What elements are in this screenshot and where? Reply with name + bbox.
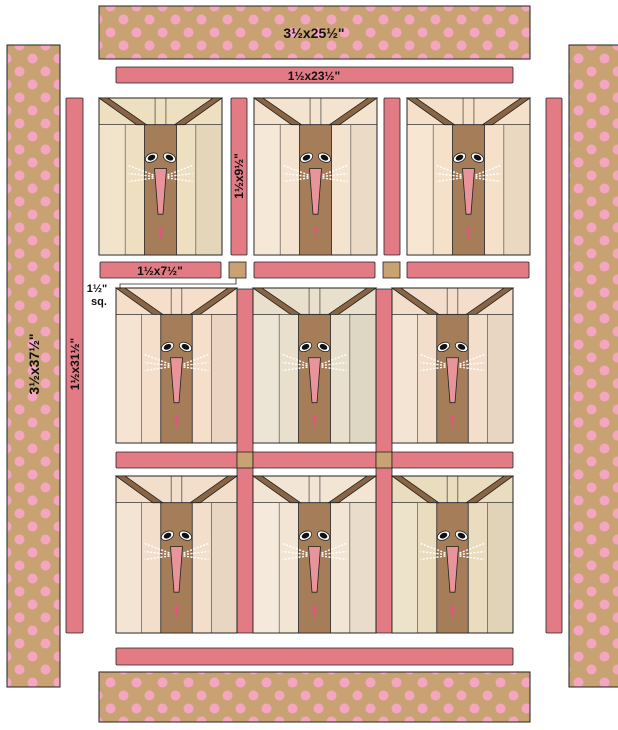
- bunny-block-r2c1: [116, 288, 237, 443]
- bunny-block-r2c2: [253, 288, 376, 443]
- bottom-border: [99, 672, 530, 722]
- background-strip-left: [392, 314, 418, 443]
- background-strip-left: [116, 503, 142, 633]
- bunny-block-r3c2: [253, 476, 376, 633]
- left-inner-sashing-label: 1½x31½": [68, 338, 82, 390]
- background-strip-left: [254, 125, 280, 255]
- horizontal-sashing-label: 1½x7½": [137, 264, 183, 278]
- background-strip-right: [211, 314, 237, 443]
- left-border-label: 3½x37½": [26, 333, 42, 394]
- bunny-block-r3c1: [116, 476, 237, 633]
- background-strip-right: [350, 314, 376, 443]
- vertical-sashing-label: 1½x9½": [232, 153, 246, 199]
- top-border-label: 3½x25½": [283, 25, 344, 41]
- inner-bottom-sashing: [116, 648, 513, 665]
- background-strip-left: [116, 314, 142, 443]
- bunny-block-r3c3: [392, 476, 513, 633]
- right-border: [569, 45, 618, 687]
- bunny-block-r1c1: [99, 98, 222, 255]
- bunny-block-r2c3: [392, 288, 513, 443]
- background-strip-right: [504, 125, 530, 255]
- background-strip-right: [487, 503, 513, 633]
- background-strip-right: [351, 125, 377, 255]
- cornerstone-3: [237, 452, 253, 468]
- bunny-block-r1c3: [407, 98, 530, 255]
- horizontal-sashing-mid-2: [253, 452, 376, 468]
- right-inner-sashing: [546, 98, 562, 633]
- cornerstone-4: [376, 452, 392, 468]
- cornerstone-leader-line: [120, 278, 236, 289]
- background-strip-left: [99, 125, 125, 255]
- cornerstone-1: [229, 262, 246, 278]
- cornerstone-2: [383, 262, 400, 278]
- cornerstone-size-label: 1½": [87, 283, 108, 295]
- background-strip-left: [407, 125, 433, 255]
- horizontal-sashing-mid-1: [116, 452, 237, 468]
- vertical-sashing-row1-b: [384, 98, 400, 255]
- background-strip-left: [392, 503, 418, 633]
- horizontal-sashing-short-3: [407, 262, 529, 278]
- background-strip-right: [350, 503, 376, 633]
- horizontal-sashing-mid-3: [392, 452, 513, 468]
- bunny-block-r1c2: [254, 98, 377, 255]
- background-strip-right: [196, 125, 222, 255]
- background-strip-right: [487, 314, 513, 443]
- background-strip-left: [253, 503, 279, 633]
- cornerstone-unit-label: sq.: [91, 296, 107, 308]
- background-strip-right: [211, 503, 237, 633]
- inner-top-sashing-label: 1½x23½": [288, 69, 340, 83]
- background-strip-left: [253, 314, 279, 443]
- horizontal-sashing-short-2: [254, 262, 375, 278]
